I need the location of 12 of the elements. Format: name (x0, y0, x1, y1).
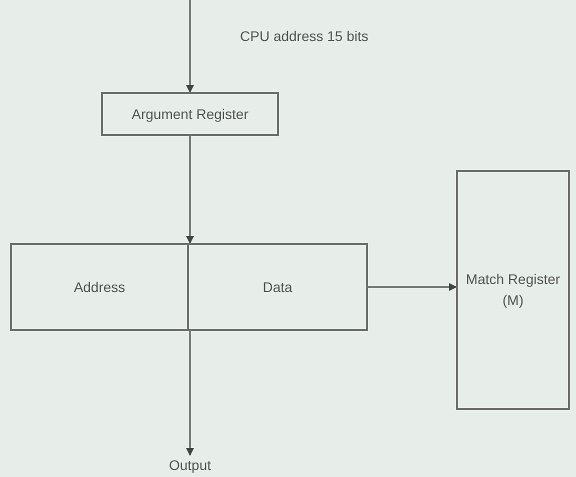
node-text: Output (168, 456, 212, 475)
node-text: Data (262, 278, 292, 296)
node-text: Address (74, 278, 126, 296)
register-box (101, 92, 279, 136)
node-text: Match Register (M) (464, 270, 562, 310)
arrow (186, 136, 194, 244)
register-box (456, 170, 570, 410)
arrow (186, 331, 194, 456)
node-text: Argument Register (132, 104, 248, 124)
arrow (368, 283, 457, 291)
memory-word-box (10, 243, 368, 331)
arrow (186, 0, 194, 93)
